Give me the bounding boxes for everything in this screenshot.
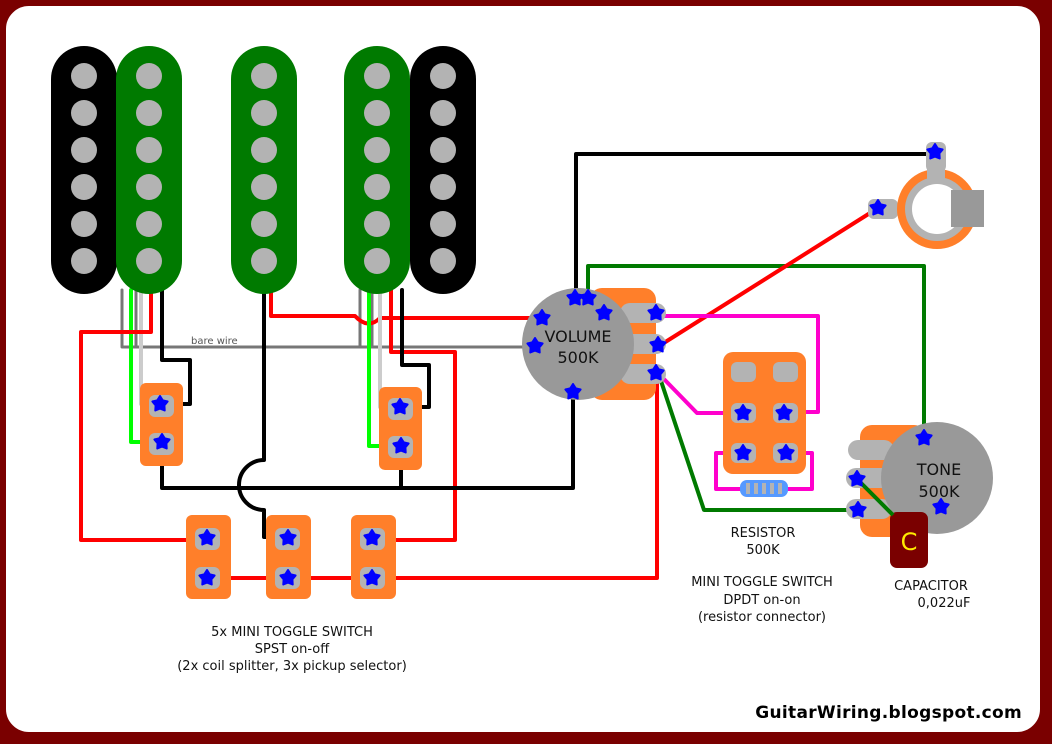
resistor-label-line1: RESISTOR xyxy=(731,526,796,541)
pole-piece xyxy=(364,174,390,200)
solder-point-icon xyxy=(777,444,795,461)
solder-point-icon xyxy=(564,383,582,400)
tone-label: TONE xyxy=(916,460,961,479)
solder-point-icon xyxy=(649,336,667,353)
output-jack[interactable] xyxy=(868,142,984,249)
pole-piece xyxy=(430,248,456,274)
spst-label-line3: (2x coil splitter, 3x pickup selector) xyxy=(177,659,407,674)
dpdt-label-line2: DPDT on-on xyxy=(723,593,800,608)
solder-point-icon xyxy=(915,429,933,446)
solder-point-icon xyxy=(391,398,409,415)
pickup-coil-black xyxy=(410,46,476,294)
solder-point-icon xyxy=(579,289,597,306)
capacitor-label-line2: 0,022uF xyxy=(918,596,971,611)
solder-point-icon xyxy=(734,444,752,461)
wire-neck-red xyxy=(370,288,457,542)
wire-bridge-red xyxy=(79,288,209,542)
solder-point-icon xyxy=(734,404,752,421)
solder-point-icon xyxy=(392,437,410,454)
solder-point-icon xyxy=(363,569,381,586)
pole-piece xyxy=(430,137,456,163)
pickup-coil-green xyxy=(344,46,410,294)
pole-piece xyxy=(136,248,162,274)
brand-watermark: GuitarWiring.blogspot.com xyxy=(755,703,1022,723)
pole-piece xyxy=(251,211,277,237)
pole-piece xyxy=(71,63,97,89)
pole-piece xyxy=(364,211,390,237)
resistor xyxy=(740,480,788,497)
solder-point-icon xyxy=(595,304,613,321)
pole-piece xyxy=(71,137,97,163)
pole-piece xyxy=(430,63,456,89)
solder-point-icon xyxy=(775,404,793,421)
solder-point-icon xyxy=(198,569,216,586)
pole-piece xyxy=(430,211,456,237)
pole-piece xyxy=(251,100,277,126)
solder-point-icon xyxy=(533,309,551,326)
pickup-coil-black xyxy=(51,46,117,294)
pole-piece xyxy=(71,248,97,274)
pole-piece xyxy=(136,137,162,163)
solder-point-icon xyxy=(647,364,665,381)
solder-point-icon xyxy=(279,529,297,546)
solder-point-icon xyxy=(848,470,866,487)
tone-knob[interactable] xyxy=(881,422,993,534)
spst-label-line1: 5x MINI TOGGLE SWITCH xyxy=(211,625,373,640)
pole-piece xyxy=(251,63,277,89)
wire-volume-jack-ground xyxy=(574,152,937,300)
wire-volume-output xyxy=(657,206,880,348)
solder-point-icon xyxy=(932,498,950,515)
wire-volume-tone-green xyxy=(658,376,860,512)
bare-wire-label: bare wire xyxy=(191,336,238,347)
solder-point-icon xyxy=(849,501,867,518)
pole-piece xyxy=(364,248,390,274)
solder-point-icon xyxy=(363,529,381,546)
dpdt-label-line3: (resistor connector) xyxy=(698,610,826,625)
neck-humbucker xyxy=(344,46,476,294)
wire-cap-left-top xyxy=(855,477,895,517)
bridge-humbucker xyxy=(51,46,182,294)
capacitor-label-line1: CAPACITOR xyxy=(894,579,968,594)
solder-point-icon xyxy=(926,143,944,160)
pole-piece xyxy=(71,174,97,200)
pole-piece xyxy=(364,63,390,89)
pole-piece xyxy=(136,174,162,200)
solder-point-icon xyxy=(279,569,297,586)
pole-piece xyxy=(71,211,97,237)
solder-point-icon xyxy=(526,337,544,354)
pole-piece xyxy=(251,137,277,163)
solder-point-icon xyxy=(151,395,169,412)
pole-piece xyxy=(71,100,97,126)
resistor-label-line2: 500K xyxy=(746,543,780,558)
wire-volume-tone-ground xyxy=(586,264,926,440)
capacitor xyxy=(890,512,928,568)
volume-value: 500K xyxy=(557,348,599,367)
pole-piece xyxy=(430,174,456,200)
pickup-coil-green xyxy=(116,46,182,294)
dpdt-lug xyxy=(731,362,756,382)
pickup-coil-green xyxy=(231,46,297,294)
spst-label-line2: SPST on-off xyxy=(255,642,330,657)
wire-bare-ground xyxy=(120,288,532,349)
tone-value: 500K xyxy=(918,482,960,501)
pole-piece xyxy=(251,248,277,274)
solder-point-icon xyxy=(198,529,216,546)
tone-lug xyxy=(848,440,894,460)
solder-point-icon xyxy=(153,433,171,450)
pole-piece xyxy=(136,100,162,126)
capacitor-symbol: C xyxy=(901,528,918,556)
pole-piece xyxy=(136,211,162,237)
dpdt-label-line1: MINI TOGGLE SWITCH xyxy=(691,575,833,590)
pole-piece xyxy=(364,137,390,163)
solder-point-icon xyxy=(869,199,887,216)
pole-piece xyxy=(430,100,456,126)
wire-middle-black xyxy=(237,288,290,539)
dpdt-lug xyxy=(773,362,798,382)
solder-point-icon xyxy=(647,304,665,321)
pole-piece xyxy=(364,100,390,126)
middle-single-coil xyxy=(231,46,297,294)
pole-piece xyxy=(251,174,277,200)
pole-piece xyxy=(136,63,162,89)
volume-label: VOLUME xyxy=(545,327,612,346)
